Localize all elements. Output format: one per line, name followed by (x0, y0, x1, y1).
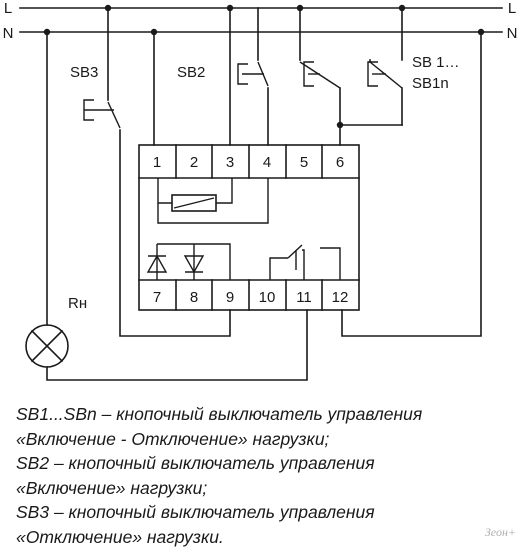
sb2-label: SB2 (177, 64, 205, 81)
legend-line: SB3 – кнопочный выключатель управления (16, 502, 375, 523)
legend-line: «Включение - Отключение» нагрузки; (16, 428, 330, 449)
terminal-5: 5 (300, 154, 308, 171)
wiring-diagram: L N L N Rн SB3 SB2 (3, 0, 518, 381)
bus-label-n-right: N (507, 25, 518, 42)
legend-line: «Включение» нагрузки; (16, 477, 208, 498)
sb1-label-line2: SB1n (412, 75, 449, 92)
coil-icon (157, 178, 269, 224)
sb1-button-n (367, 7, 403, 126)
terminal-8: 8 (190, 289, 198, 306)
diode-icon-2 (183, 244, 205, 280)
bus-label-n-left: N (3, 25, 14, 42)
terminal-6: 6 (336, 154, 344, 171)
start-button-1 (237, 7, 269, 146)
sb3-label: SB3 (70, 64, 98, 81)
terminal-7: 7 (153, 289, 161, 306)
terminal-4: 4 (263, 154, 271, 171)
legend-line: SB2 – кнопочный выключатель управления (16, 453, 375, 474)
sb3-button (83, 7, 231, 337)
bus-label-l-left: L (4, 0, 12, 17)
terminal-11: 11 (296, 289, 312, 306)
terminal-2: 2 (190, 154, 198, 171)
diode-icon-1 (146, 244, 168, 280)
legend-line: SB1...SBn – кнопочный выключатель управл… (16, 404, 423, 424)
terminal-10: 10 (259, 289, 276, 306)
terminal-9: 9 (226, 289, 234, 306)
terminal-12: 12 (332, 289, 349, 306)
bus-label-l-right: L (508, 0, 516, 17)
load-label: Rн (68, 295, 87, 312)
lamp-icon (25, 324, 69, 368)
bus-junctions (43, 4, 485, 36)
relay-module (138, 144, 360, 311)
legend-line: «Отключение» нагрузки. (16, 526, 224, 547)
terminal-3: 3 (226, 154, 234, 171)
sb1-label-line1: SB 1… (412, 54, 460, 71)
legend: SB1...SBn – кнопочный выключатель управл… (16, 402, 516, 550)
terminal-1: 1 (153, 154, 161, 171)
sb1-button-a (299, 7, 341, 146)
relay-contact-icon (269, 244, 341, 280)
watermark: Зеон+ (484, 525, 516, 539)
